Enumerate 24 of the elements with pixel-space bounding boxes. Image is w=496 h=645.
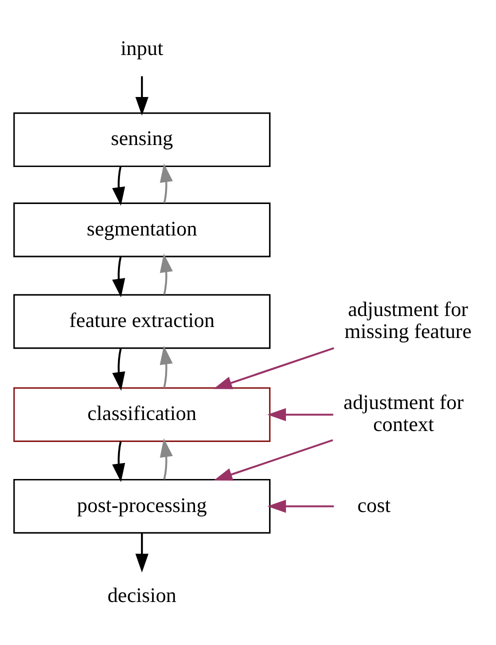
node-text: adjustment for missing feature <box>344 298 472 343</box>
node-text: cost <box>357 494 391 516</box>
arrow <box>160 163 173 203</box>
arrow <box>160 345 173 388</box>
arrow <box>267 408 334 421</box>
node-box: sensing <box>13 112 271 167</box>
arrow <box>112 440 126 482</box>
arrow <box>112 166 126 206</box>
arrow <box>135 76 148 116</box>
arrow <box>160 438 173 479</box>
arrow <box>135 532 148 572</box>
arrow <box>112 256 126 297</box>
arrow <box>214 438 334 480</box>
arrow <box>160 253 173 294</box>
arrow <box>213 346 334 389</box>
node-box: post-processing <box>13 478 271 534</box>
node-text: adjustment for context <box>344 392 464 436</box>
node-text: input <box>120 37 164 60</box>
node-box: feature extraction <box>13 294 271 348</box>
node-box: classification <box>13 386 271 442</box>
arrow <box>267 499 334 512</box>
node-box: segmentation <box>13 202 271 257</box>
arrow <box>112 348 126 390</box>
node-text: decision <box>107 584 176 606</box>
